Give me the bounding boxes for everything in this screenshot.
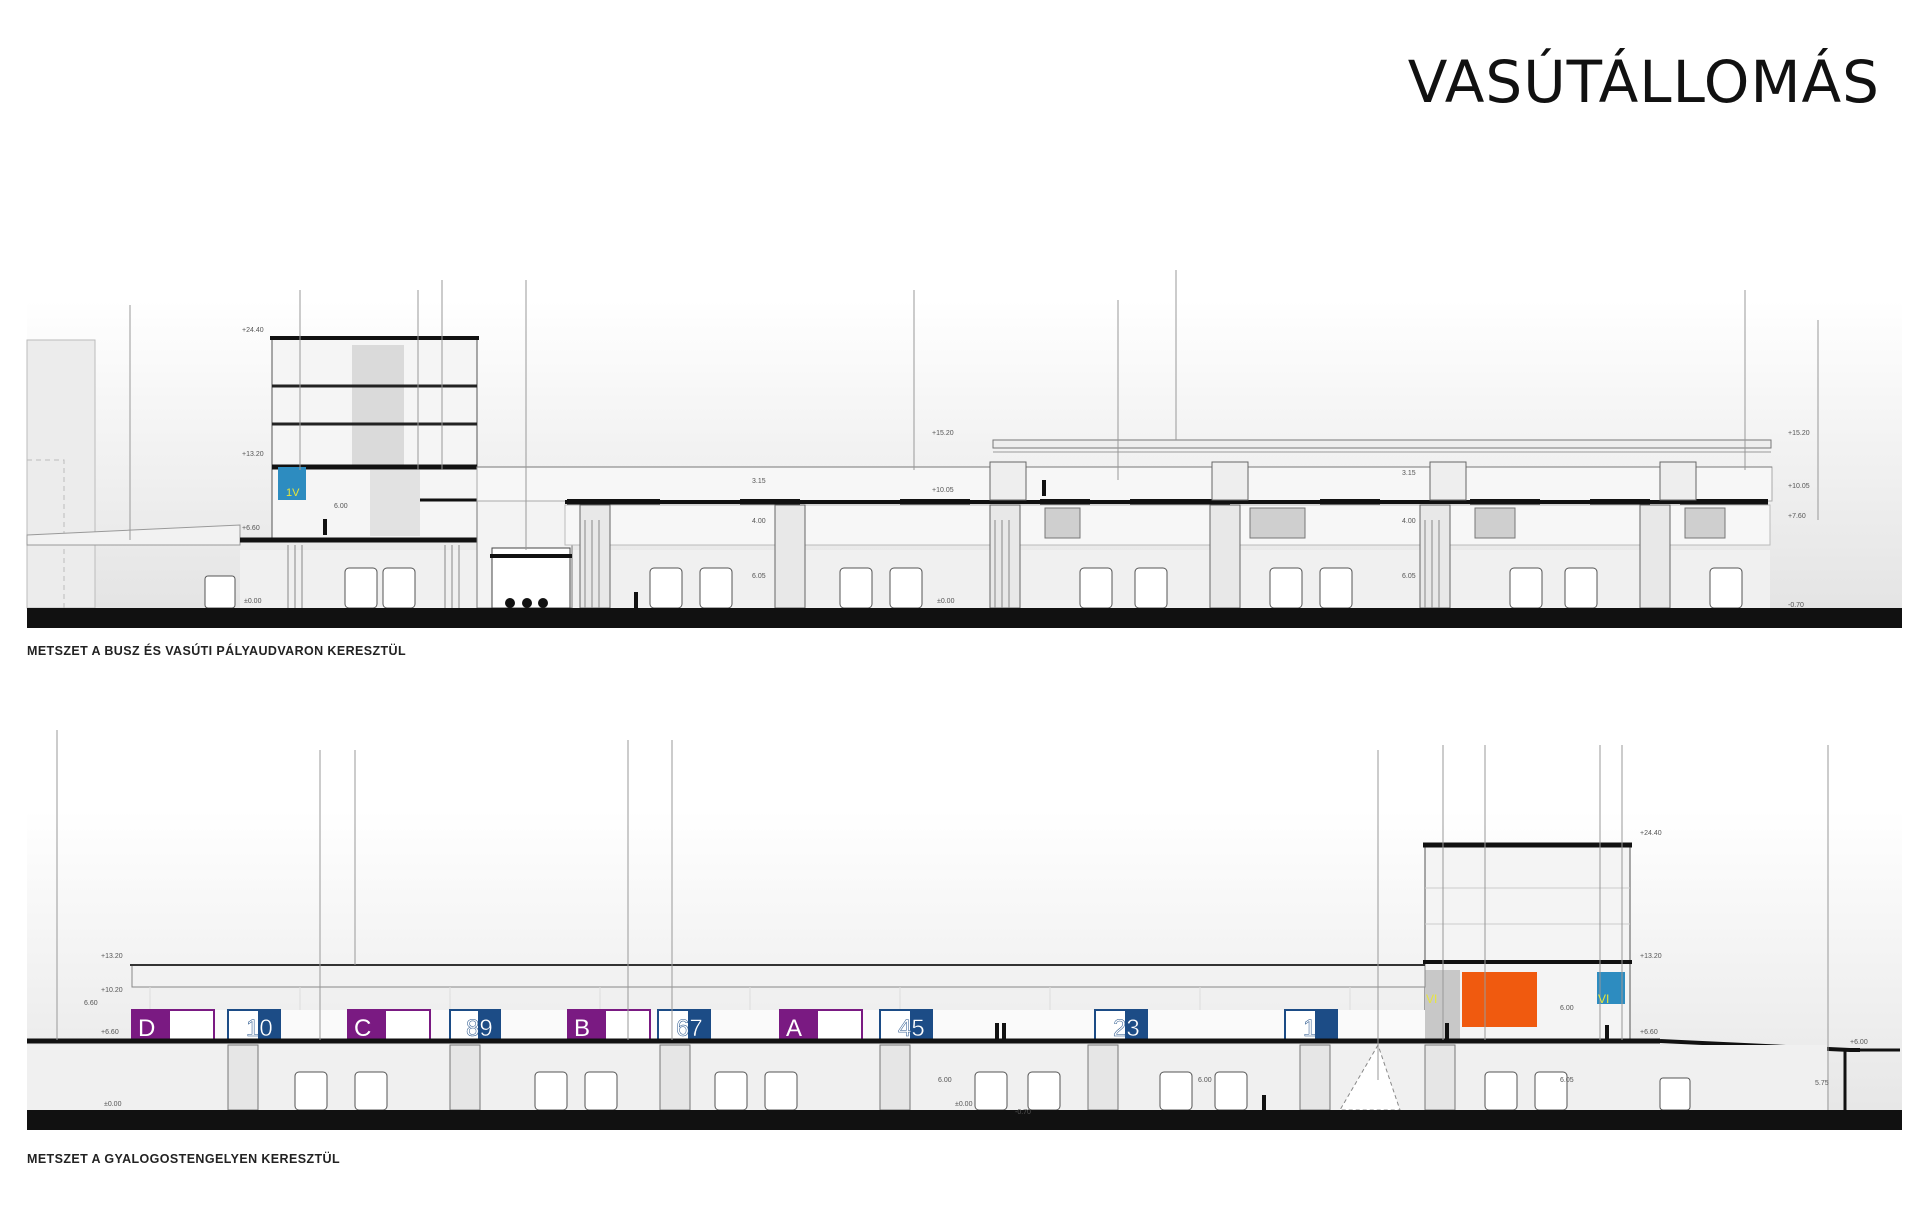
elev-label: ±0.00 [955,1101,973,1108]
office-tower-1 [240,336,479,543]
elev-label: +6.60 [1640,1029,1658,1036]
section-1-bus-rail-yard: +24.40 +13.20 +6.60 ±0.00 +15.20 +10.05 … [26,270,1902,628]
elev-label: -0.70 [1788,602,1804,609]
dim-label: 6.05 [1402,573,1416,580]
elev-label: ±0.00 [244,598,262,605]
platform-sign-label: 67 [676,1015,703,1042]
platform-sign-label: A [786,1015,802,1042]
sign-label: VI [1426,992,1437,1006]
dim-label: 6.00 [938,1077,952,1084]
platform-sign-block [258,1010,280,1040]
platform-sign-label: 1 [1303,1015,1316,1042]
drawing-title: VASÚTÁLLOMÁS [1407,48,1880,116]
platform-sign-block [348,1010,386,1040]
platform-sign-label: 10 [246,1015,273,1042]
platform-sign-block [1315,1010,1337,1040]
elev-label: ±0.00 [937,598,955,605]
elev-label: -0.70 [1015,1109,1031,1116]
platform-sign-block [688,1010,710,1040]
platform-sign-block [780,1010,818,1040]
dim-label: 6.00 [334,503,348,510]
elev-label: +6.60 [101,1029,119,1036]
platform-sign-block [132,1010,170,1040]
dim-label: 6.00 [1560,1005,1574,1012]
dim-label: 6.05 [752,573,766,580]
platform-sign-label: 89 [466,1015,493,1042]
platform-sign-label: B [574,1015,590,1042]
dim-label: 6.05 [1560,1077,1574,1084]
elev-label: +13.20 [1640,953,1662,960]
platform-sign-block [910,1010,932,1040]
dim-label: 4.00 [1402,518,1416,525]
section-2-pedestrian-axis: D 10 C 89 B 67 A 45 23 1 [27,730,1902,1130]
elev-label: +10.05 [1788,483,1810,490]
elev-label: +13.20 [242,451,264,458]
section-1-caption: METSZET A BUSZ ÉS VASÚTI PÁLYAUDVARON KE… [27,644,407,658]
elev-label: +6.00 [1850,1039,1868,1046]
platform-sign-label: C [354,1015,371,1042]
elev-label: +24.40 [1640,830,1662,837]
dim-label: 3.15 [752,478,766,485]
dim-label: 3.15 [1402,470,1416,477]
elev-label: +13.20 [101,953,123,960]
platform-sign-label: 23 [1113,1015,1140,1042]
sign-label: VI [1598,992,1609,1006]
platform-sign-block [1125,1010,1147,1040]
dim-label: 4.00 [752,518,766,525]
platform-sign-block [478,1010,500,1040]
elev-label: +15.20 [932,430,954,437]
elev-label: +7.60 [1788,513,1806,520]
platform-sign-label: 45 [898,1015,925,1042]
elev-label: +24.40 [242,327,264,334]
platform-sign-block [568,1010,606,1040]
platform-signs: D 10 C 89 B 67 A 45 23 1 [131,1009,1338,1042]
platform-sign-label: D [138,1015,155,1042]
dim-label: 5.75 [1815,1080,1829,1087]
elev-label: ±0.00 [104,1101,122,1108]
dim-label: 6.60 [84,1000,98,1007]
elev-label: +10.05 [932,487,954,494]
elev-label: +6.60 [242,525,260,532]
office-tower-2 [1423,842,1632,1041]
section-2-caption: METSZET A GYALOGOSTENGELYEN KERESZTÜL [27,1152,340,1166]
dim-label: 6.00 [1198,1077,1212,1084]
sign-label: 1V [286,487,300,499]
elev-label: +15.20 [1788,430,1810,437]
elev-label: +10.20 [101,987,123,994]
